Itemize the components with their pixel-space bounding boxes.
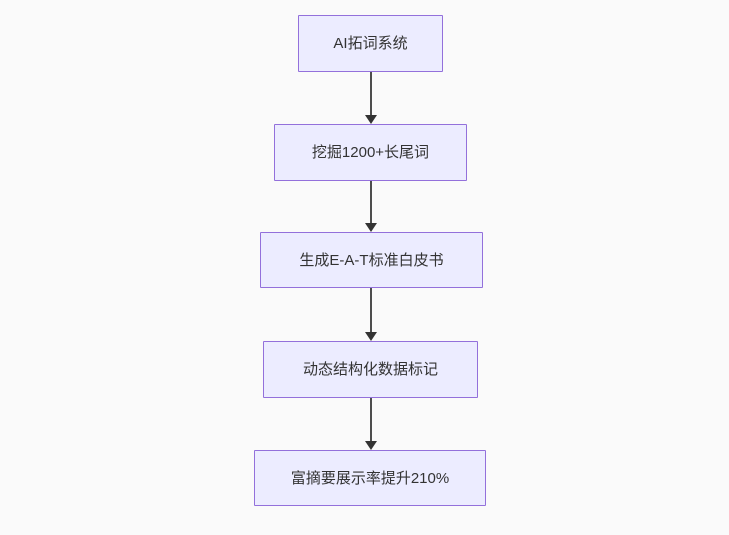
- arrow-line: [370, 398, 372, 442]
- node-label: 生成E-A-T标准白皮书: [299, 251, 444, 269]
- arrow-line: [370, 72, 372, 116]
- flow-node-rich-snippet-rate-increase: 富摘要展示率提升210%: [254, 450, 486, 506]
- node-label: 富摘要展示率提升210%: [290, 469, 450, 487]
- flow-node-mine-longtail-keywords: 挖掘1200+长尾词: [274, 124, 467, 181]
- flow-arrow: [363, 398, 379, 450]
- flow-node-dynamic-structured-data-markup: 动态结构化数据标记: [263, 341, 478, 398]
- flow-arrow: [363, 72, 379, 124]
- node-label: AI拓词系统: [333, 35, 408, 52]
- node-label: 挖掘1200+长尾词: [311, 144, 430, 161]
- node-label: 动态结构化数据标记: [302, 361, 438, 378]
- flow-node-generate-eat-whitepaper: 生成E-A-T标准白皮书: [260, 232, 483, 288]
- arrow-line: [370, 181, 372, 224]
- flow-arrow: [363, 181, 379, 232]
- arrow-head-icon: [365, 332, 377, 341]
- flow-arrow: [363, 288, 379, 341]
- arrow-line: [370, 288, 372, 333]
- arrow-head-icon: [365, 441, 377, 450]
- arrow-head-icon: [365, 223, 377, 232]
- arrow-head-icon: [365, 115, 377, 124]
- flow-node-ai-word-expansion-system: AI拓词系统: [298, 15, 443, 72]
